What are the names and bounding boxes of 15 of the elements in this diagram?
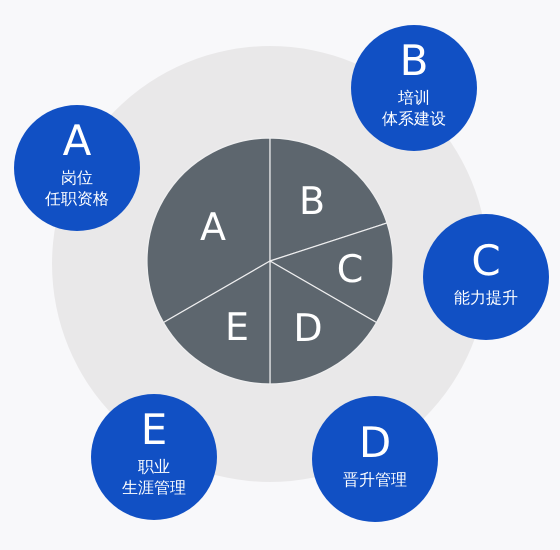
slice-letter: D: [293, 309, 323, 347]
circle-letter: C: [471, 238, 501, 282]
circle-caption: 职业生涯管理: [122, 456, 186, 498]
circle-caption: 晋升管理: [343, 468, 407, 490]
slice-letter: E: [225, 308, 249, 346]
circle-caption: 能力提升: [454, 286, 518, 308]
circle-letter: D: [358, 420, 392, 464]
circle-caption: 岗位任职资格: [45, 167, 109, 209]
circle-caption: 培训体系建设: [382, 87, 446, 129]
circle-letter: B: [400, 39, 428, 83]
circle-letter: A: [62, 119, 92, 163]
slice-letter: C: [336, 250, 364, 288]
circle-letter: E: [140, 408, 168, 452]
slice-letter: A: [200, 208, 226, 246]
slice-letter: B: [298, 182, 326, 220]
